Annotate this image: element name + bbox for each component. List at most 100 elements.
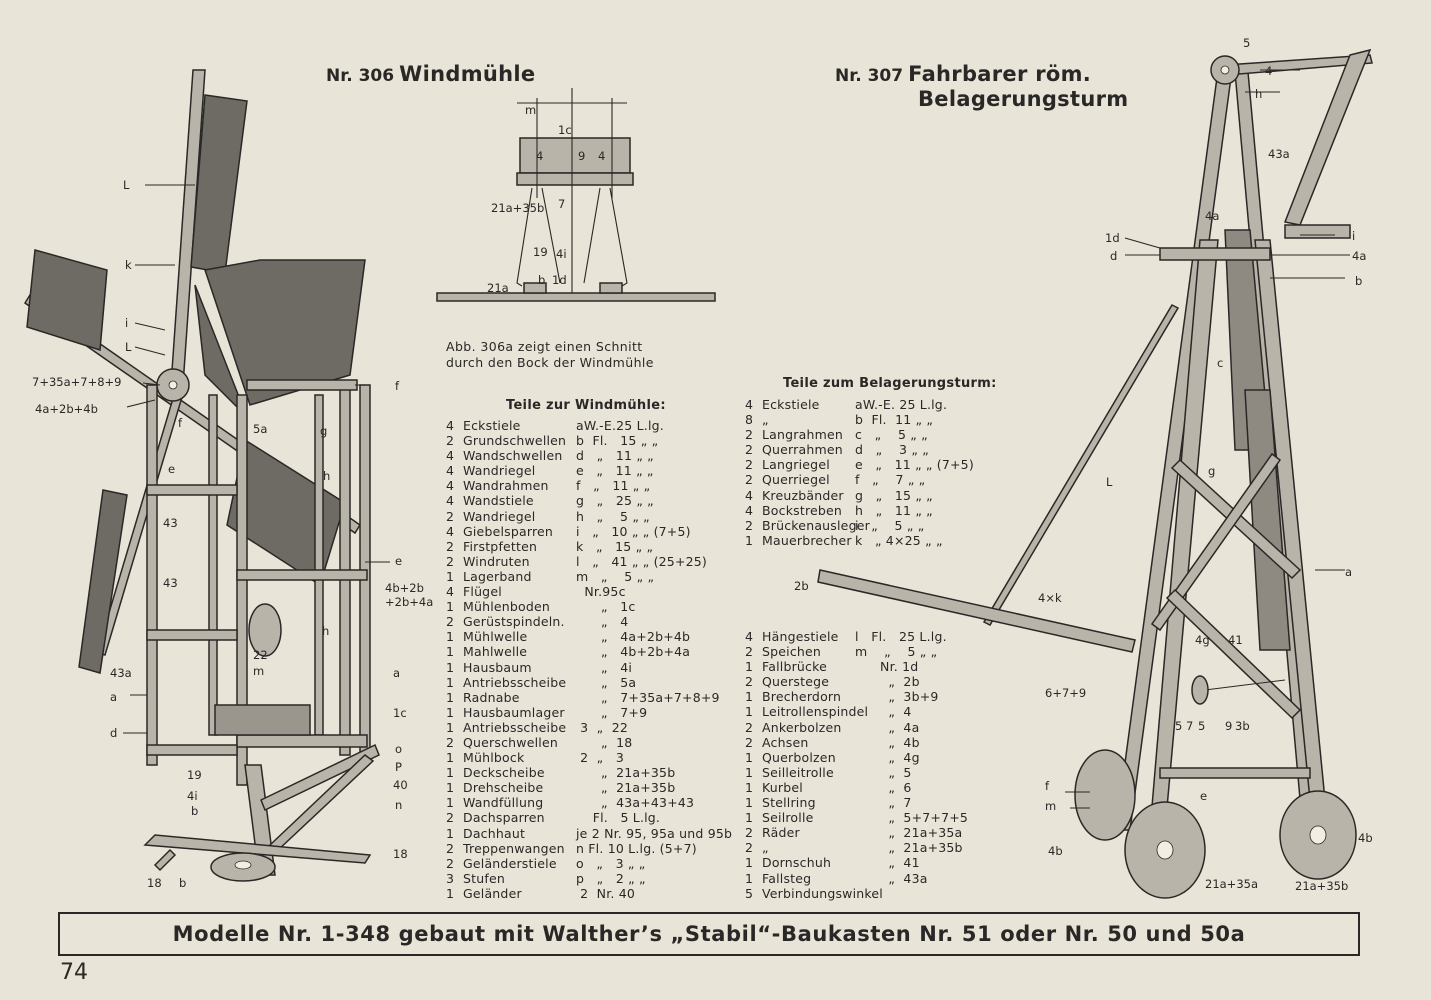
parts-name: Querstege — [762, 674, 830, 690]
parts-code: „ 4a — [855, 719, 920, 735]
parts-quantity: 1 — [745, 795, 754, 811]
svg-text:21a: 21a — [487, 281, 509, 295]
parts-name: Seilleitrolle — [762, 764, 834, 780]
svg-text:m: m — [525, 103, 536, 117]
parts-name: Grundschwellen — [463, 433, 567, 449]
parts-quantity: 4 — [745, 397, 754, 412]
label-e1: e — [168, 462, 175, 476]
label-i: i — [125, 316, 128, 330]
parts-title-307: Teile zum Belagerungsturm: — [783, 376, 997, 391]
svg-text:L: L — [1106, 475, 1113, 489]
parts-code: je 2 Nr. 95, 95a und 95b — [576, 825, 733, 841]
parts-code: 3 „ 22 — [576, 719, 629, 735]
parts-quantity: 2 — [446, 734, 455, 750]
parts-name: Dachhaut — [463, 825, 526, 841]
parts-name: Drehscheibe — [463, 780, 544, 796]
svg-text:i: i — [1352, 229, 1355, 243]
parts-quantity: 2 — [745, 840, 754, 856]
label-h1: h — [323, 469, 330, 483]
footer-banner: Modelle Nr. 1-348 gebaut mit Walther’s „… — [58, 912, 1360, 956]
label-shaft: 4a+2b+4b — [35, 402, 98, 416]
parts-quantity: 1 — [745, 704, 754, 720]
svg-text:4i: 4i — [556, 247, 567, 261]
parts-quantity: 1 — [446, 568, 455, 584]
title-306: Nr. 306 Windmühle — [326, 62, 535, 86]
label-a1: a — [110, 690, 117, 704]
svg-text:5: 5 — [1243, 36, 1250, 50]
parts-quantity: 2 — [446, 508, 455, 524]
parts-name: Langriegel — [762, 457, 830, 473]
siege-tower-illustration: 5 4 h 43a i 4a 1d d b 4a c L g a 2b 4×k … — [794, 36, 1373, 899]
svg-text:4g: 4g — [1195, 633, 1210, 647]
parts-code: „ 3b+9 — [855, 689, 939, 705]
parts-code: f „ 7 „ „ — [855, 472, 926, 488]
svg-text:1d: 1d — [1105, 231, 1120, 245]
parts-code: f „ 11 „ „ — [576, 478, 651, 494]
parts-code: „ 5a — [576, 674, 637, 690]
parts-quantity: 1 — [446, 674, 455, 690]
parts-quantity: 1 — [745, 749, 754, 765]
section-caption-line1: Abb. 306a zeigt einen Schnitt — [446, 339, 643, 354]
parts-quantity: 1 — [446, 885, 455, 901]
parts-code: aW.-E. 25 L.lg. — [855, 397, 948, 412]
parts-quantity: 2 — [745, 457, 754, 473]
svg-text:21a+35b: 21a+35b — [491, 201, 544, 215]
parts-quantity: 2 — [446, 614, 455, 630]
parts-quantity: 3 — [446, 870, 455, 886]
svg-text:c: c — [1217, 356, 1223, 370]
section-caption: Abb. 306a zeigt einen Schnitt durch den … — [446, 339, 654, 371]
parts-name: Firstpfetten — [463, 538, 538, 554]
parts-name: Brückenausleger — [762, 517, 870, 533]
label-43a: 43 — [163, 516, 178, 530]
label-43b: 43 — [163, 576, 178, 590]
svg-text:f: f — [1045, 779, 1050, 793]
parts-quantity: 4 — [446, 523, 455, 539]
label-L1: L — [123, 178, 130, 192]
parts-code: „ 2b — [855, 674, 920, 690]
svg-text:1d: 1d — [552, 273, 567, 287]
label-b1: b — [191, 804, 198, 818]
parts-code: i „ 10 „ „ (7+5) — [576, 523, 691, 539]
parts-quantity: 2 — [745, 442, 754, 458]
parts-code: „ 21a+35b — [855, 840, 963, 856]
svg-text:4a: 4a — [1205, 209, 1219, 223]
parts-quantity: 1 — [745, 764, 754, 780]
parts-code: „ 4 — [855, 704, 912, 720]
parts-name: Querbolzen — [762, 749, 836, 765]
label-k: k — [125, 258, 132, 272]
svg-text:4b: 4b — [1048, 844, 1063, 858]
parts-code: d „ 3 „ „ — [855, 442, 929, 458]
parts-code: „ 5+7+7+5 — [855, 810, 969, 826]
parts-quantity: 1 — [745, 810, 754, 826]
footer-banner-text: Modelle Nr. 1-348 gebaut mit Walther’s „… — [172, 922, 1246, 946]
section-labels: m 1c 4 9 4 21a+35b 7 19 4i 21a b 1d — [487, 103, 605, 295]
parts-code: aW.-E.25 L.lg. — [576, 418, 664, 433]
parts-name: Hängestiele — [762, 629, 839, 644]
parts-code: e „ 11 „ „ (7+5) — [855, 457, 974, 473]
parts-quantity: 4 — [446, 418, 455, 433]
parts-code: m „ 5 „ „ — [855, 644, 938, 660]
model-name-307-line1: Fahrbarer röm. — [908, 62, 1092, 86]
parts-row: 2 Langriegel e „ 11 „ „ (7+5) — [745, 457, 1045, 472]
parts-name: Ankerbolzen — [762, 719, 842, 735]
model-name-306: Windmühle — [399, 62, 536, 86]
label-n: n — [395, 798, 402, 812]
parts-name: Kurbel — [762, 779, 803, 795]
parts-code: „ 1c — [576, 599, 636, 615]
tower-labels: 5 4 h 43a i 4a 1d d b 4a c L g a 2b 4×k … — [794, 36, 1373, 893]
svg-text:7: 7 — [558, 197, 565, 211]
